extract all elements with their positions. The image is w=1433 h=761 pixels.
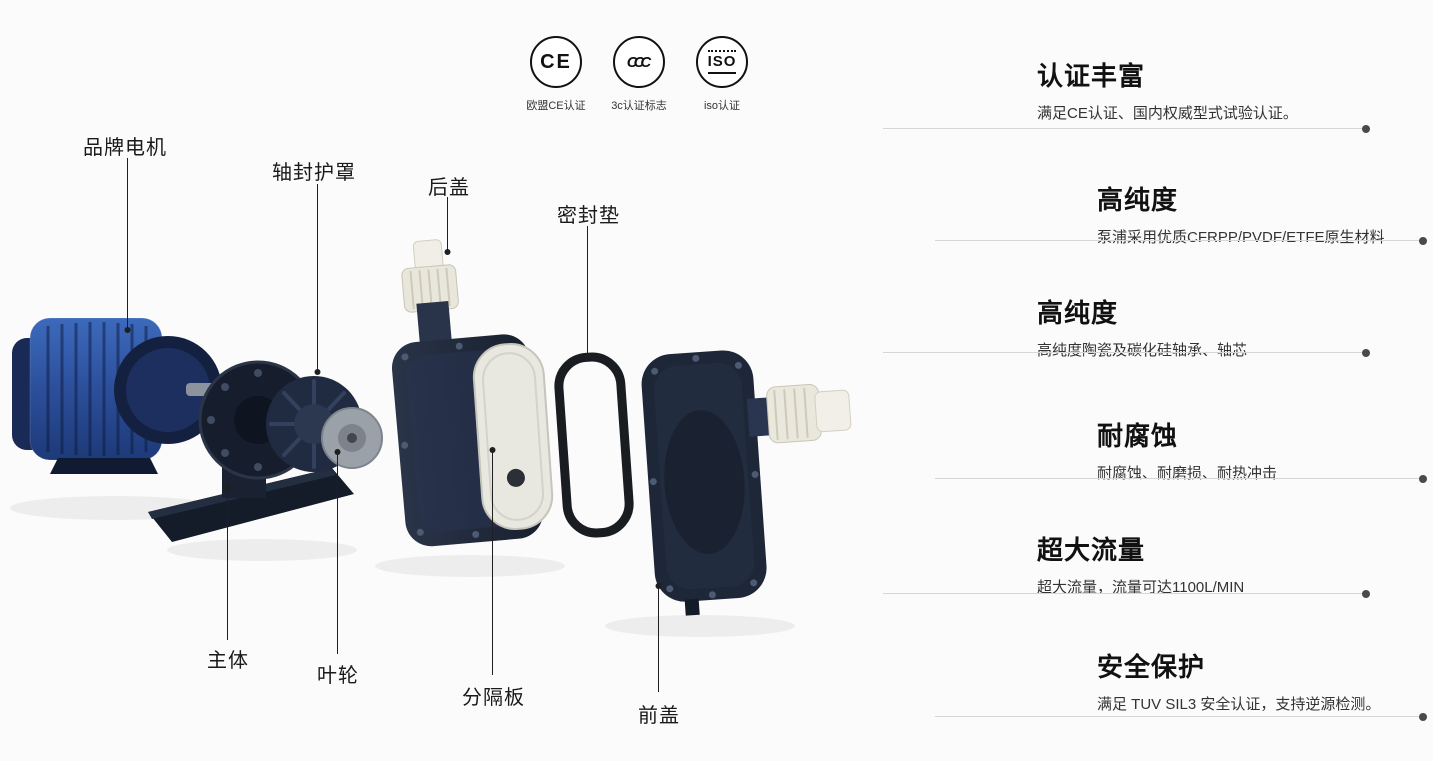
iso-mark-icon: ISO (696, 36, 748, 88)
feature-divider (935, 474, 1427, 483)
feature-title: 耐腐蚀 (1097, 421, 1179, 451)
feature-desc: 耐腐蚀、耐磨损、耐热冲击 (1097, 465, 1278, 482)
callout-impeller: 叶轮 (317, 665, 359, 687)
feature-desc: 超大流量，流量可达1100L/MIN (1037, 579, 1245, 596)
callout-divider-plate: 分隔板 (462, 687, 525, 709)
feature-title: 安全保护 (1097, 652, 1206, 682)
feature-desc: 满足 TUV SIL3 安全认证，支持逆源检测。 (1097, 696, 1381, 713)
badge-label-ccc: 3c认证标志 (611, 100, 667, 112)
callout-rear-cover: 后盖 (428, 177, 470, 199)
leader-lines (127, 158, 659, 692)
feature-title: 超大流量 (1037, 535, 1146, 565)
callout-gasket: 密封垫 (557, 205, 620, 227)
feature-divider (883, 589, 1370, 598)
feature-desc: 高纯度陶瓷及碳化硅轴承、轴芯 (1037, 342, 1248, 359)
feature-flow: 超大流量 超大流量，流量可达1100L/MIN (1037, 530, 1244, 597)
feature-divider (935, 712, 1427, 721)
feature-divider (935, 236, 1427, 245)
feature-corrosion: 耐腐蚀 耐腐蚀、耐磨损、耐热冲击 (1097, 416, 1277, 483)
callout-front-cover: 前盖 (638, 705, 680, 727)
certification-badges: CE 欧盟CE认证 CCC 3c认证标志 ISO iso认证 (521, 36, 757, 113)
feature-desc: 满足CE认证、国内权威型式试验认证。 (1037, 105, 1298, 122)
leader-dots (124, 249, 662, 589)
impeller-part (321, 407, 383, 469)
gasket-part (554, 352, 634, 538)
ccc-mark-icon: CCC (613, 36, 665, 88)
feature-title: 高纯度 (1097, 185, 1179, 215)
feature-purity-ceramic: 高纯度 高纯度陶瓷及碳化硅轴承、轴芯 (1037, 293, 1247, 360)
feature-purity-materials: 高纯度 泵浦采用优质CFRPP/PVDF/ETFE原生材料 (1097, 180, 1385, 247)
feature-divider (883, 124, 1370, 133)
feature-title: 认证丰富 (1037, 61, 1146, 91)
badge-label-iso: iso认证 (703, 100, 741, 112)
feature-desc: 泵浦采用优质CFRPP/PVDF/ETFE原生材料 (1097, 229, 1385, 246)
iso-mark-text: ISO (707, 50, 737, 74)
badge-ccc: CCC 3c认证标志 (604, 36, 674, 113)
callout-motor: 品牌电机 (83, 137, 167, 159)
ce-mark-text: CE (540, 50, 572, 73)
floor-shadows (10, 496, 795, 637)
divider-plate-part (472, 343, 554, 530)
front-cover-part (641, 350, 852, 616)
badge-iso: ISO iso认证 (687, 36, 757, 113)
feature-certifications: 认证丰富 满足CE认证、国内权威型式试验认证。 (1037, 56, 1298, 123)
feature-title: 高纯度 (1037, 298, 1119, 328)
feature-safety: 安全保护 满足 TUV SIL3 安全认证，支持逆源检测。 (1097, 647, 1380, 714)
callout-main-body: 主体 (207, 650, 249, 672)
feature-divider (883, 348, 1370, 357)
callout-seal-cover: 轴封护罩 (272, 162, 356, 184)
ccc-mark-text: CCC (626, 53, 651, 71)
ce-mark-icon: CE (530, 36, 582, 88)
badge-ce: CE 欧盟CE认证 (521, 36, 591, 113)
motor-part (12, 317, 222, 474)
badge-label-ce: 欧盟CE认证 (526, 100, 586, 112)
